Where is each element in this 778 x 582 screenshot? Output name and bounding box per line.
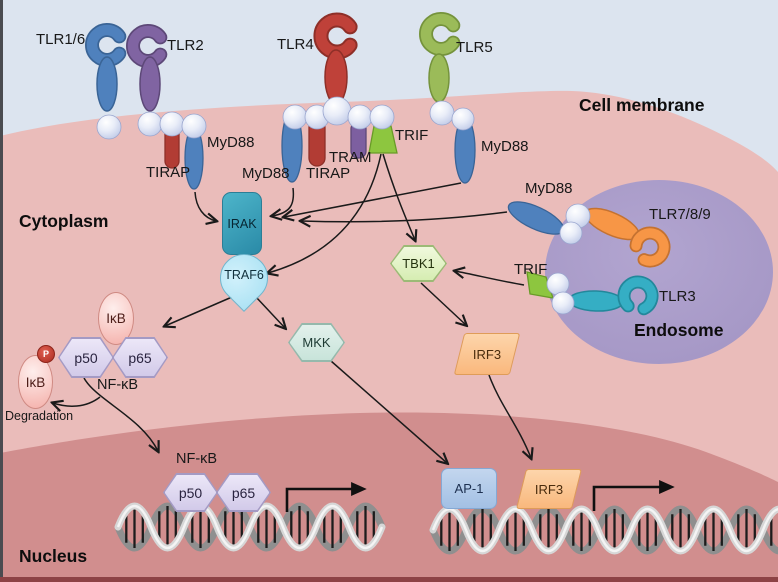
p65-label: p65	[128, 349, 152, 366]
arrow-endotrif-to-tbk1	[455, 271, 525, 286]
tlr1-6-receptor	[85, 23, 127, 112]
ikb-phospho-node: IκB	[18, 355, 53, 409]
irf3-nucleus-node: IRF3	[516, 469, 582, 509]
phospho-label: P	[42, 349, 49, 359]
nfkb-nucleus-label: NF-κB	[176, 451, 218, 467]
arrow-mkk-to-ap1	[330, 360, 447, 463]
tbk1-label: TBK1	[402, 256, 435, 271]
p65-label: p65	[231, 484, 256, 501]
tirap-label: TIRAP	[306, 165, 351, 182]
arrow-tbk1-to-irf3	[420, 282, 466, 325]
tlr7-8-9-label: TLR7/8/9	[649, 206, 711, 223]
cell-membrane-label: Cell membrane	[579, 95, 705, 115]
dna-helix-left	[114, 502, 386, 552]
tram-label: TRAM	[329, 149, 372, 166]
tlr7-8-9-receptor	[584, 207, 671, 268]
left-edge-strip	[0, 0, 3, 582]
p65-cytoplasm-node: p65	[112, 337, 168, 378]
arrow-trif-to-traf6	[268, 153, 382, 273]
arrow-myd88b-to-irak	[272, 187, 295, 216]
arrow-myd88a-to-irak	[194, 191, 216, 221]
transcription-arrow-right	[592, 479, 675, 511]
tbk1-node: TBK1	[390, 245, 447, 282]
tirap-label: TIRAP	[146, 164, 191, 181]
tlr1-6-label: TLR1/6	[36, 31, 86, 48]
arrow-to-degradation	[53, 396, 101, 406]
nucleus-label: Nucleus	[19, 546, 88, 566]
transcription-arrow-left	[285, 481, 367, 512]
irak-node: IRAK	[222, 192, 262, 255]
arrow-irf3-to-nucleus	[488, 374, 531, 458]
irf3-label: IRF3	[472, 346, 502, 362]
trif-label: TRIF	[514, 261, 548, 278]
mkk-node: MKK	[288, 323, 345, 362]
irf3-cytoplasm-node: IRF3	[453, 333, 521, 375]
myd88-label: MyD88	[242, 165, 290, 182]
ikb-label: IκB	[106, 311, 126, 326]
myd88-label: MyD88	[525, 180, 573, 197]
arrow-traf6-to-mkk	[255, 296, 285, 328]
traf6-label: TRAF6	[224, 268, 264, 282]
transcription-arrows	[285, 479, 675, 512]
tlr4-label: TLR4	[277, 36, 314, 53]
p50-cytoplasm-node: p50	[58, 337, 114, 378]
membrane-spheres	[96, 96, 591, 315]
nfkb-cytoplasm-label: NF-κB	[97, 377, 139, 393]
myd88-label: MyD88	[481, 138, 529, 155]
tlr2-label: TLR2	[167, 37, 204, 54]
p65-nucleus-node: p65	[216, 473, 271, 512]
tlr5-receptor	[419, 12, 461, 103]
ap1-label: AP-1	[454, 481, 484, 496]
tlr3-receptor	[568, 275, 659, 316]
tlr3-label: TLR3	[659, 288, 696, 305]
p50-label: p50	[178, 484, 203, 501]
ikb-label: IκB	[25, 374, 46, 390]
phospho-badge: P	[37, 345, 55, 363]
p50-label: p50	[74, 349, 98, 366]
endosome-label: Endosome	[634, 320, 724, 340]
ap1-node: AP-1	[441, 468, 497, 509]
arrow-myd88d-to-irak	[301, 211, 508, 222]
p50-nucleus-node: p50	[163, 473, 218, 512]
mkk-label: MKK	[302, 335, 331, 350]
irf3-label: IRF3	[534, 481, 564, 497]
ikb-node: IκB	[98, 292, 134, 345]
tlr4-receptor	[313, 12, 358, 105]
myd88-label: MyD88	[207, 134, 255, 151]
dna-helix-right	[429, 505, 778, 555]
signal-arrows	[53, 153, 531, 463]
tlr2-receptor	[126, 24, 168, 112]
cytoplasm-label: Cytoplasm	[19, 211, 109, 231]
nucleus-region	[0, 412, 778, 582]
receptors	[85, 12, 671, 316]
arrow-myd88c-to-irak	[284, 182, 462, 217]
tlr5-label: TLR5	[456, 39, 493, 56]
arrow-traf6-to-nfkb	[165, 296, 233, 326]
bottom-edge-strip	[0, 577, 778, 582]
degradation-label: Degradation	[5, 409, 74, 423]
arrow-p50-to-nucleus	[83, 377, 158, 451]
trif-label: TRIF	[395, 127, 429, 144]
arrow-trif-to-tbk1	[382, 153, 415, 240]
irak-label: IRAK	[227, 216, 257, 231]
